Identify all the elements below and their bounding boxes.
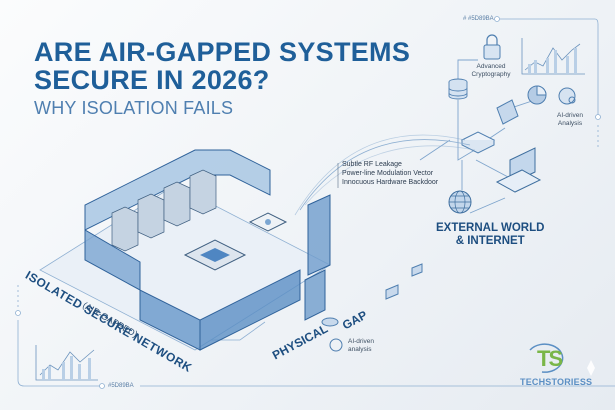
top-hex-label: # #5D89BA [463,16,494,22]
external-line-1: EXTERNAL WORLD [436,222,545,234]
brand-name: TECHSTORIESS [520,377,593,387]
analysis-label-bottom: AI-driven analysis [348,338,375,353]
title-line-1: ARE AIR-GAPPED SYSTEMS [34,37,411,67]
title-line-2: SECURE IN 2026? [34,65,270,95]
leakage-list: Subtle RF Leakage Power-line Modulation … [342,160,438,187]
external-world-label: EXTERNAL WORLD & INTERNET [436,222,544,248]
leakage-item: Power-line Modulation Vector [342,170,434,177]
page-title: ARE AIR-GAPPED SYSTEMS SECURE IN 2026? [34,38,410,94]
analysis-label-top: AI-driven Analysis [556,112,583,127]
bottom-hex-label: #5D89BA [108,383,134,389]
crypto-label: Advanced Cryptography [471,63,511,78]
page-subtitle: WHY ISOLATION FAILS [34,98,234,118]
leakage-item: Subtle RF Leakage [342,161,402,168]
leakage-item: Innocuous Hardware Backdoor [342,179,439,186]
brand-logo-mark: TS [537,346,563,371]
external-line-2: & INTERNET [455,235,525,247]
